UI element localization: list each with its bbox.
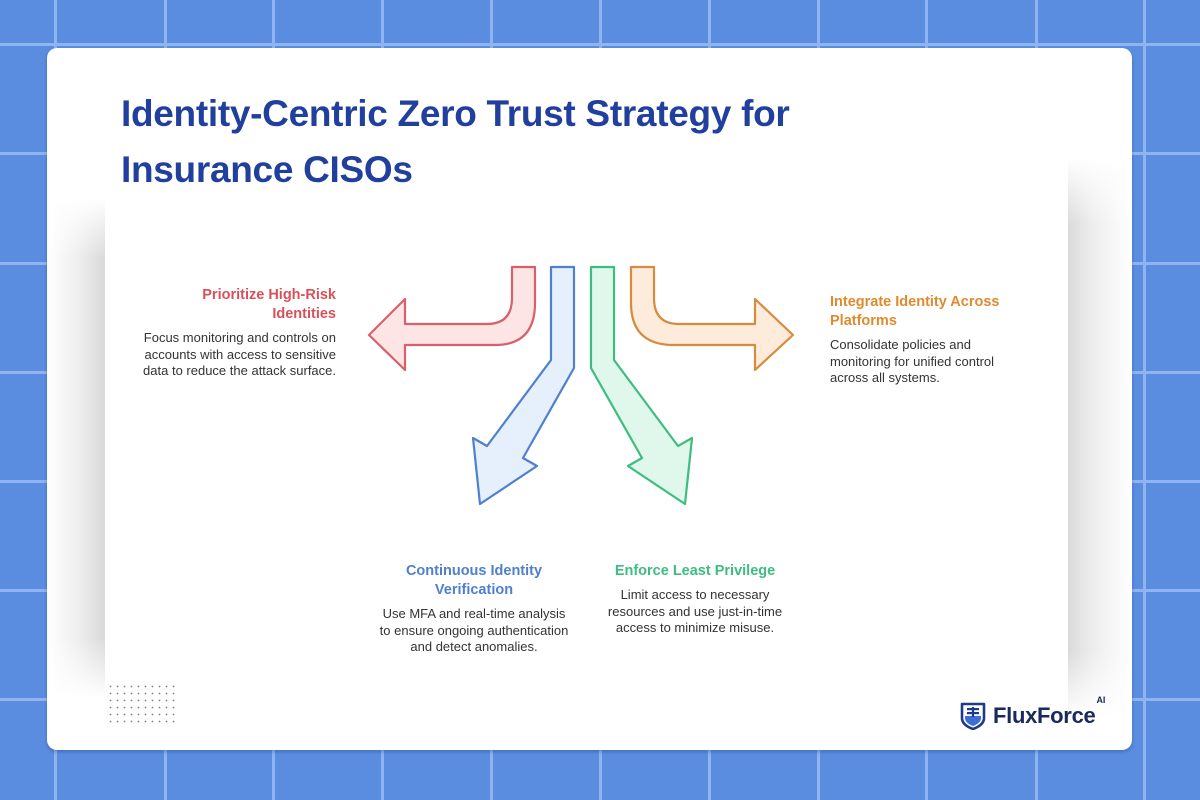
card-shadow-right [1068, 158, 1132, 718]
strategy-integrate-identity: Integrate Identity Across Platforms Cons… [830, 293, 1030, 387]
arrow-left-icon [367, 265, 537, 372]
dot-grid-decoration [109, 685, 175, 723]
logo-superscript: AI [1096, 695, 1106, 705]
strategy-prioritize-high-risk: Prioritize High-Risk Identities Focus mo… [140, 286, 336, 380]
strategy-description: Use MFA and real-time analysis to ensure… [379, 606, 569, 654]
arrow-down-left-icon [471, 265, 576, 506]
strategy-heading: Integrate Identity Across Platforms [830, 294, 1000, 329]
grid-line [1143, 0, 1146, 800]
grid-line [0, 43, 1200, 46]
strategy-heading: Prioritize High-Risk Identities [202, 287, 336, 322]
strategy-description: Limit access to necessary resources and … [607, 587, 783, 635]
page-title: Identity-Centric Zero Trust Strategy for… [121, 93, 790, 190]
strategy-least-privilege: Enforce Least Privilege Limit access to … [602, 562, 788, 637]
arrow-right-icon [629, 265, 795, 372]
strategy-heading: Continuous Identity Verification [405, 563, 543, 598]
strategy-continuous-verification: Continuous Identity Verification Use MFA… [377, 562, 571, 656]
strategy-description: Consolidate policies and monitoring for … [830, 337, 995, 385]
logo-text: FluxForce [993, 703, 1096, 728]
fluxforce-logo: FluxForceAI [960, 695, 1105, 730]
shield-icon [960, 702, 986, 730]
arrows-diagram [367, 265, 795, 506]
card-shadow-left [47, 198, 105, 698]
arrow-down-right-icon [589, 265, 694, 506]
infographic-card: Identity-Centric Zero Trust Strategy for… [47, 48, 1132, 750]
strategy-description: Focus monitoring and controls on account… [143, 330, 336, 378]
strategy-heading: Enforce Least Privilege [614, 563, 776, 579]
